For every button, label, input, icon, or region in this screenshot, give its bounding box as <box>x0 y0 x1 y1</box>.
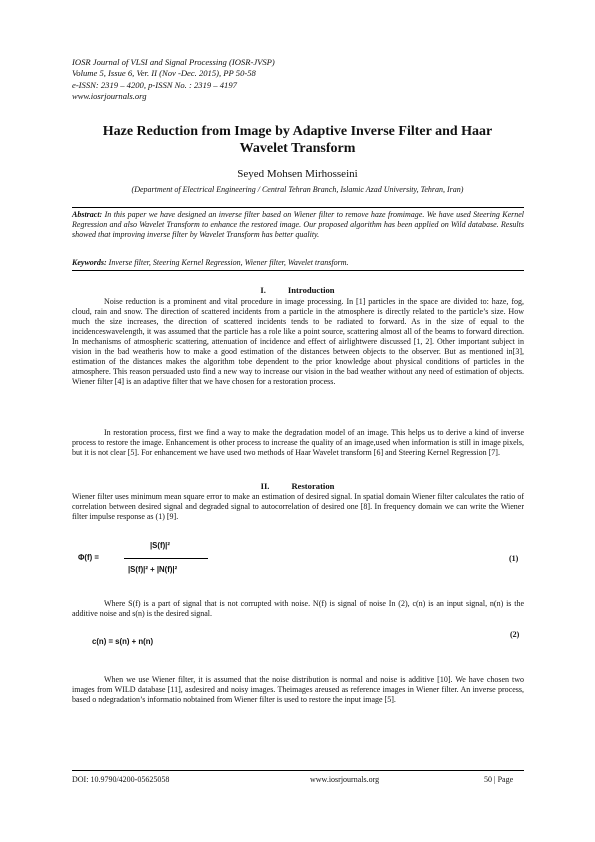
restoration-paragraph-2: Where S(f) is a part of signal that is n… <box>72 599 524 619</box>
restoration-paragraph-2-text: Where S(f) is a part of signal that is n… <box>72 599 524 619</box>
keywords-label: Keywords: <box>72 258 107 267</box>
journal-issn: e-ISSN: 2319 – 4200, p-ISSN No. : 2319 –… <box>72 79 237 90</box>
intro-paragraph-2-text: In restoration process, first we find a … <box>72 428 524 458</box>
paper-title-line2: Wavelet Transform <box>239 141 356 156</box>
restoration-paragraph-3-text: When we use Wiener filter, it is assumed… <box>72 675 524 705</box>
section-heading-restoration: II. Restoration <box>60 481 535 491</box>
section-title: Introduction <box>287 285 335 295</box>
footer-rule <box>72 770 524 771</box>
footer-doi: DOI: 10.9790/4200-05625058 <box>72 775 170 784</box>
keywords-text: Inverse filter, Steering Kernel Regressi… <box>108 258 349 267</box>
keywords-block: Keywords: Inverse filter, Steering Kerne… <box>72 258 524 271</box>
footer-page-number: 50 | Page <box>484 775 514 784</box>
abstract-block: Abstract: In this paper we have designed… <box>72 207 524 240</box>
restoration-paragraph-1-text: Wiener filter uses minimum mean square e… <box>72 492 524 522</box>
section-number: I. <box>260 285 266 295</box>
restoration-paragraph-3: When we use Wiener filter, it is assumed… <box>72 675 524 705</box>
paper-author: Seyed Mohsen Mirhosseini <box>237 168 358 180</box>
paper-title-line1: Haze Reduction from Image by Adaptive In… <box>102 124 493 139</box>
paper-affiliation: (Department of Electrical Engineering / … <box>131 185 464 194</box>
journal-volume: Volume 5, Issue 6, Ver. II (Nov -Dec. 20… <box>72 68 256 79</box>
paper-title: Haze Reduction from Image by Adaptive In… <box>60 123 535 157</box>
intro-paragraph-1: Noise reduction is a prominent and vital… <box>72 297 524 387</box>
footer-website: www.iosrjournals.org <box>310 775 380 784</box>
section-title: Restoration <box>291 481 335 491</box>
journal-website: www.iosrjournals.org <box>72 91 147 102</box>
equation-2-number: (2) <box>510 630 520 639</box>
abstract-text: In this paper we have designed an invers… <box>72 210 525 240</box>
equation-1-fraction-bar <box>124 558 208 559</box>
abstract-label: Abstract: <box>72 210 103 219</box>
journal-header: IOSR Journal of VLSI and Signal Processi… <box>72 57 532 103</box>
intro-paragraph-2: In restoration process, first we find a … <box>72 428 524 458</box>
section-number: II. <box>260 481 270 491</box>
equation-1-lhs: Φ(f) = <box>78 553 99 562</box>
section-heading-introduction: I. Introduction <box>60 285 535 295</box>
journal-name: IOSR Journal of VLSI and Signal Processi… <box>72 57 275 67</box>
equation-2: c(n) = s(n) + n(n) <box>92 637 154 646</box>
equation-1-numerator: |S(f)|² <box>150 541 170 550</box>
equation-1-denominator: |S(f)|² + |N(f)|² <box>128 565 178 574</box>
intro-paragraph-1-text: Noise reduction is a prominent and vital… <box>72 297 524 387</box>
restoration-paragraph-1: Wiener filter uses minimum mean square e… <box>72 492 524 522</box>
equation-1-number: (1) <box>509 554 519 563</box>
